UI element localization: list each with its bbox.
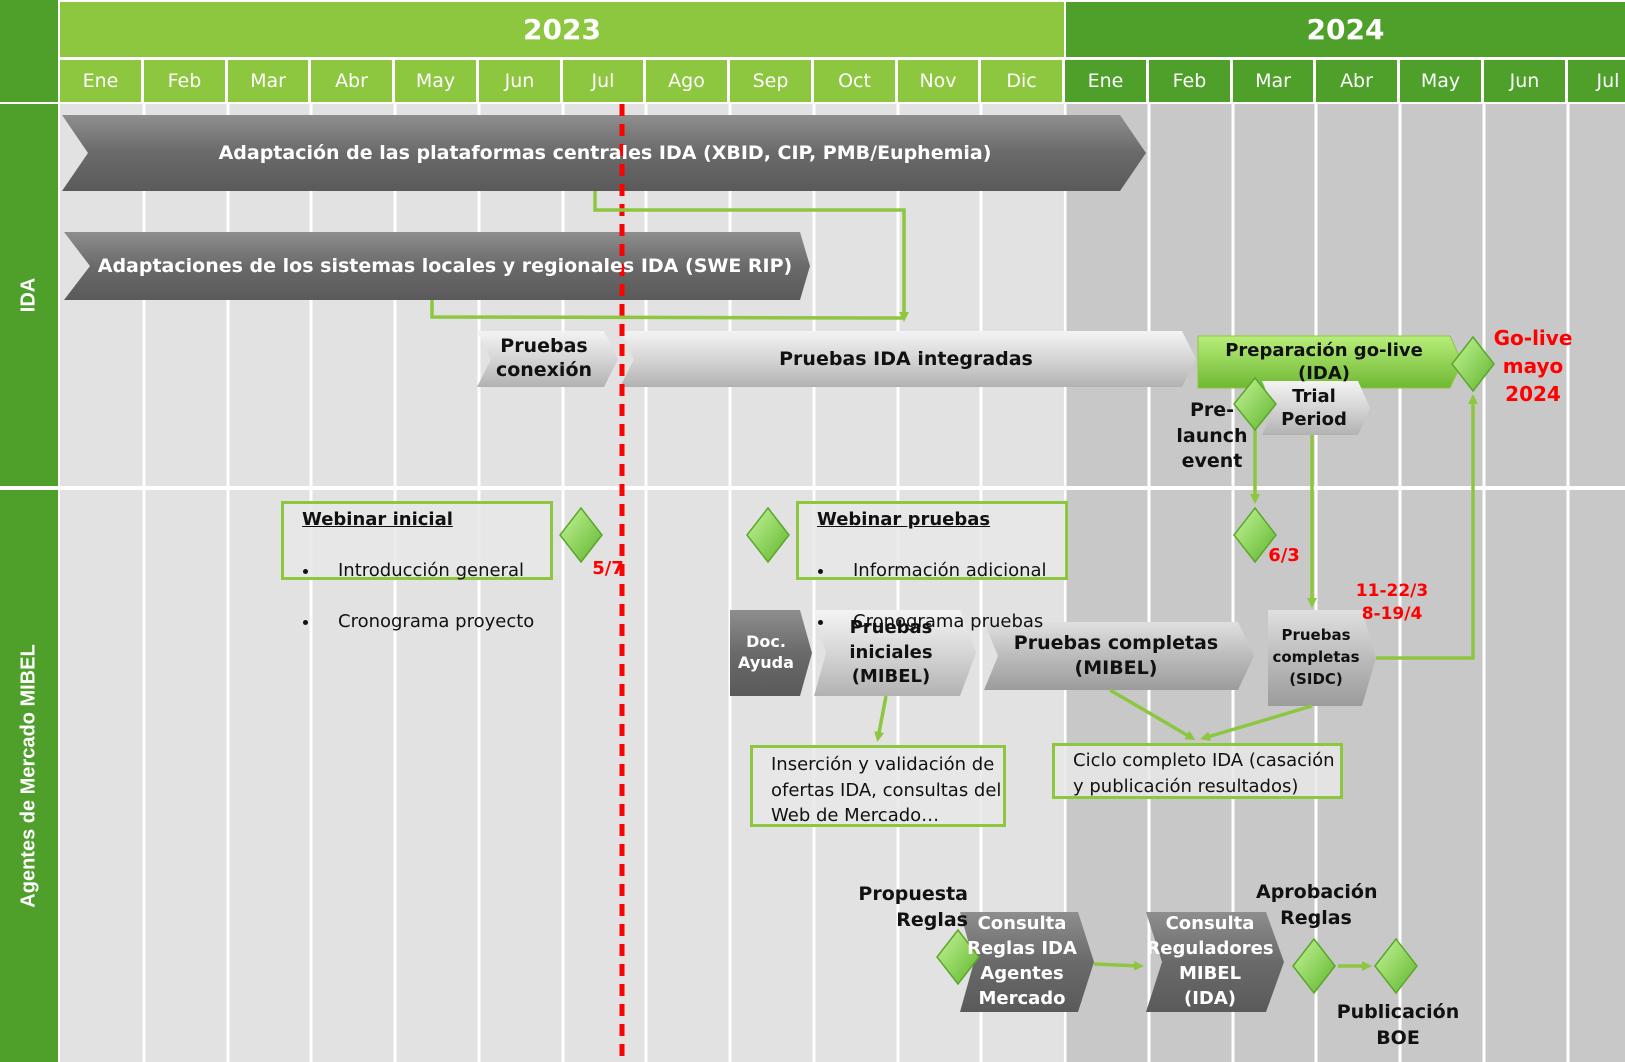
bar-pruebas-conexion-label: Pruebas conexión <box>495 335 593 381</box>
row-label-ida: IDA <box>0 104 58 486</box>
go-live-label: Go-live mayo 2024 <box>1493 326 1573 406</box>
month-cell: Ene <box>1065 60 1146 102</box>
bar-pruebas-conexion <box>477 331 618 387</box>
month-cell: Feb <box>1149 60 1230 102</box>
year-2024: 2024 <box>1066 2 1625 57</box>
milestone-publicacion <box>1374 937 1418 995</box>
bar-consulta-reguladores-label: Consulta Reguladores MIBEL (IDA) <box>1146 913 1274 1009</box>
milestone-prelaunch <box>1233 376 1277 432</box>
row-label-agentes: Agentes de Mercado MIBEL <box>0 490 58 1062</box>
month-cell: Ago <box>646 60 727 102</box>
month-cell: May <box>1400 60 1481 102</box>
date-5-7-label: 5/7 <box>592 558 624 579</box>
webinar-pruebas-item: Información adicional <box>835 558 1065 584</box>
pre-launch-label: Pre- launch event <box>1176 399 1248 473</box>
year-2023: 2023 <box>60 2 1064 57</box>
month-cell: Jun <box>479 60 560 102</box>
bar-trial <box>1262 381 1370 435</box>
month-cell: Dic <box>981 60 1062 102</box>
bar-plataformas <box>62 115 1146 191</box>
month-cell: Jul <box>1568 60 1625 102</box>
month-cell: Abr <box>1316 60 1397 102</box>
bar-pruebas-iniciales <box>814 610 976 696</box>
milestone-63 <box>1233 506 1277 564</box>
bar-pruebas-iniciales-label: Pruebas iniciales (MIBEL) <box>849 616 933 688</box>
bar-pruebas-completas-sidc <box>1268 610 1376 706</box>
milestone-golive <box>1451 335 1495 393</box>
bar-preparacion <box>1197 335 1463 389</box>
month-cell: Feb <box>144 60 225 102</box>
connector-locales <box>430 300 905 320</box>
bar-plataformas-label: Adaptación de las plataformas centrales … <box>218 141 992 164</box>
bar-pruebas-completas-mibel <box>984 622 1254 690</box>
month-cell: May <box>395 60 476 102</box>
webinar-inicial-box: Webinar inicial Introducción general Cro… <box>281 501 553 632</box>
bar-pruebas-completas-mibel-label: Pruebas completas (MIBEL) <box>1013 632 1219 679</box>
bar-consulta-agentes <box>960 912 1094 1012</box>
milestone-aprobacion <box>1292 937 1336 995</box>
webinar-pruebas-box: Webinar pruebas Información adicional Cr… <box>796 501 1068 632</box>
header-corner <box>0 0 58 102</box>
webinar-inicial-list: Introducción general Cronograma proyecto <box>302 533 550 661</box>
milestone-propuesta <box>936 928 980 986</box>
dates-sidc-label: 11-22/3 8-19/4 <box>1355 581 1429 624</box>
month-cell: Mar <box>228 60 308 102</box>
webinar-inicial-item: Introducción general <box>320 558 550 584</box>
month-cell: Sep <box>730 60 811 102</box>
publicacion-label: Publicación BOE <box>1336 1001 1460 1049</box>
bar-locales-label: Adaptaciones de los sistemas locales y r… <box>97 254 793 277</box>
connector-sidc-ciclo <box>1200 704 1313 742</box>
webinar-inicial-item: Cronograma proyecto <box>320 609 550 635</box>
bar-doc-ayuda <box>730 610 812 696</box>
milestone-webinar-pruebas <box>746 506 790 564</box>
connector-mibel-ciclo <box>1109 688 1196 741</box>
month-cell: Abr <box>311 60 392 102</box>
aprobacion-label: Aprobación Reglas <box>1256 881 1378 929</box>
ciclo-box: Ciclo completo IDA (casación y publicaci… <box>1052 743 1343 799</box>
webinar-pruebas-item: Cronograma pruebas <box>835 609 1065 635</box>
connector-iniciales <box>874 695 888 742</box>
insercion-box: Inserción y validación de ofertas IDA, c… <box>750 745 1006 827</box>
month-cell: Jul <box>563 60 643 102</box>
webinar-pruebas-list: Información adicional Cronograma pruebas <box>817 533 1065 661</box>
date-6-3-label: 6/3 <box>1268 545 1300 566</box>
connector-consulta <box>1093 960 1144 971</box>
month-cell: Jun <box>1484 60 1565 102</box>
webinar-inicial-title: Webinar inicial <box>302 509 453 530</box>
month-cell: Nov <box>898 60 978 102</box>
milestone-webinar-inicial <box>559 506 603 564</box>
bar-consulta-agentes-label: Consulta Reglas IDA Agentes Mercado <box>967 913 1077 1009</box>
propuesta-label: Propuesta Reglas <box>858 883 968 931</box>
bar-preparacion-label: Preparación go-live (IDA) <box>1225 339 1423 384</box>
month-cell: Mar <box>1233 60 1313 102</box>
connector-plataformas <box>593 191 909 322</box>
bar-pruebas-integradas <box>620 331 1196 387</box>
bar-consulta-reguladores <box>1146 912 1284 1012</box>
month-cell: Oct <box>814 60 895 102</box>
bar-pruebas-integradas-label: Pruebas IDA integradas <box>779 347 1033 370</box>
connector-sidc-golive <box>1376 394 1478 660</box>
bar-pruebas-completas-sidc-label: Pruebas completas (SIDC) <box>1272 626 1360 688</box>
bar-doc-ayuda-label: Doc. Ayuda <box>738 632 794 672</box>
month-cell: Ene <box>60 60 141 102</box>
bar-trial-label: Trial Period <box>1281 385 1347 430</box>
webinar-pruebas-title: Webinar pruebas <box>817 509 991 530</box>
